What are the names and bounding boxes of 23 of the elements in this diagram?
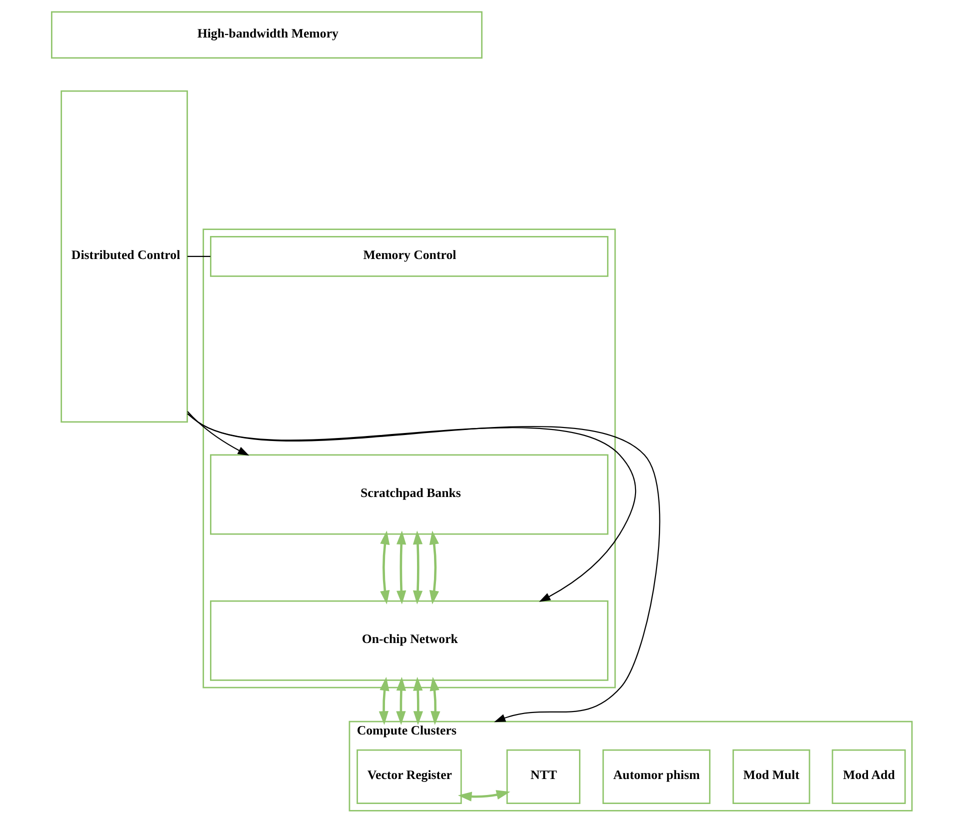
node-box: High-bandwidth Memory [50,11,482,59]
arrow [186,413,660,722]
cluster [202,228,616,688]
arrow [429,676,440,725]
node-box: Mod Mult [732,749,810,804]
arrow [378,676,389,725]
node-box: On-chip Network [210,600,608,681]
node-box: Distributed Control [60,90,188,423]
node-box: NTT [506,749,580,804]
node-box: Memory Control [210,236,608,277]
node-box: Automor phism [602,749,710,804]
node-box: Mod Add [831,749,906,804]
node-box: Scratchpad Banks [210,454,608,535]
arrow [396,676,406,725]
arrow [412,530,422,604]
arrow [396,530,406,604]
arrow [380,530,390,604]
arrow [186,411,249,456]
node-box: Vector Register [356,749,462,804]
connector [186,256,210,257]
arrow [412,676,423,725]
arrow [428,530,438,604]
arrow [457,790,510,802]
